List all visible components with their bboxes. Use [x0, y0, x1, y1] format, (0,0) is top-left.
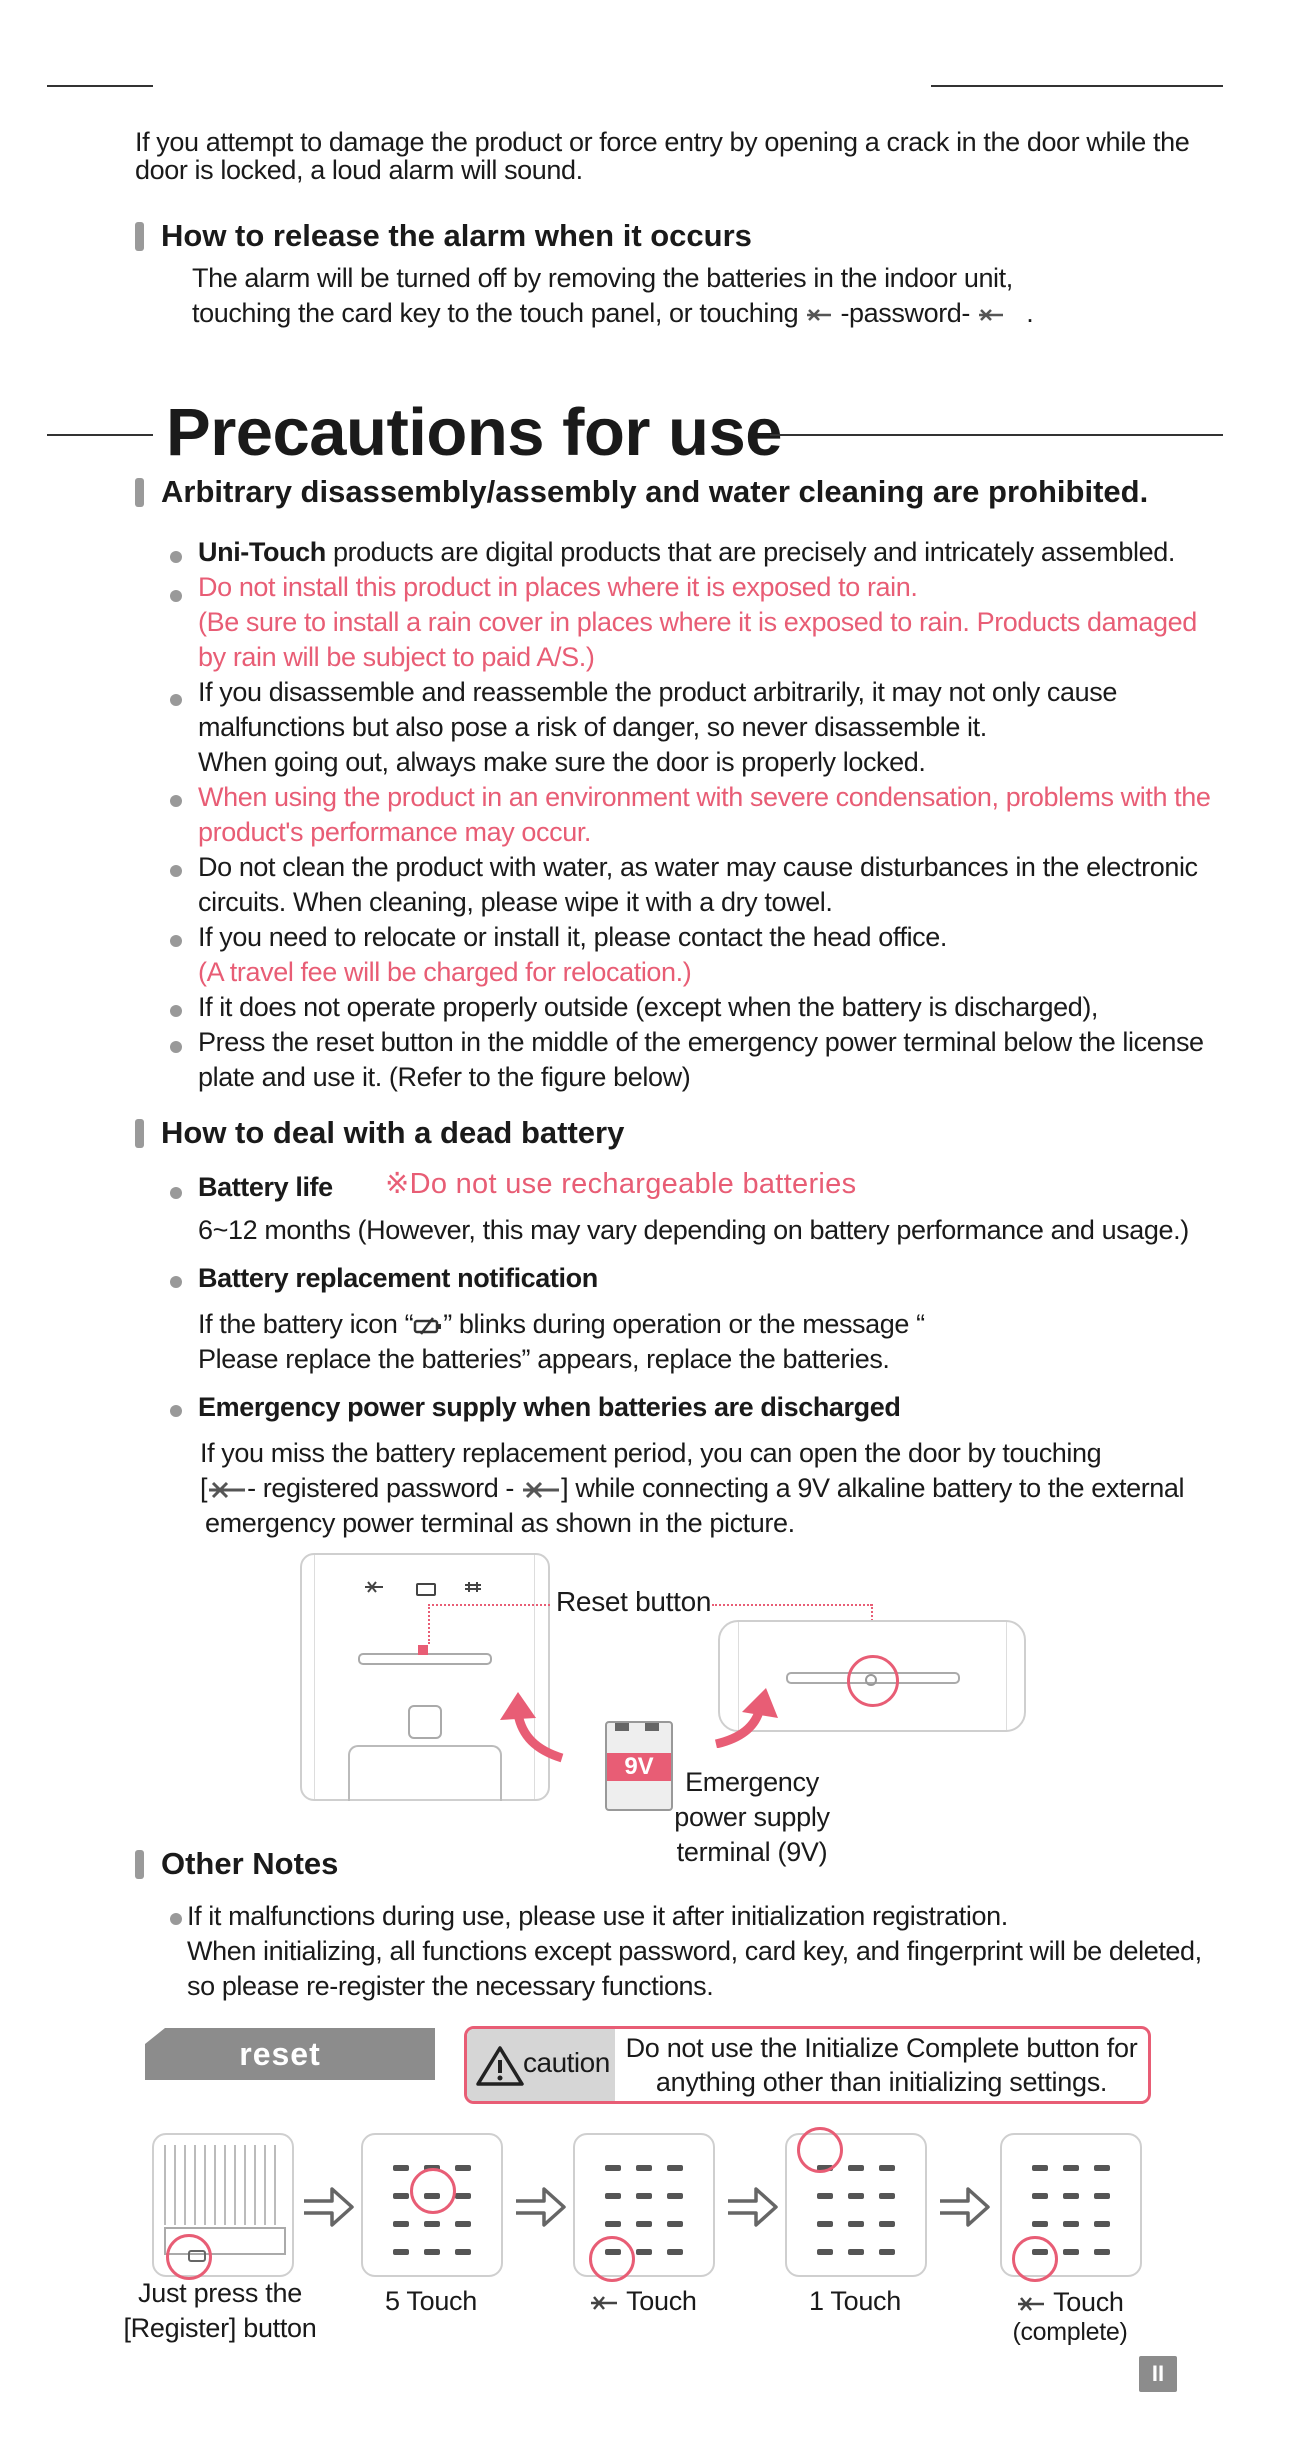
step-arrow-icon — [304, 2187, 354, 2227]
star-key-icon — [209, 1481, 246, 1498]
register-button-circle — [166, 2234, 212, 2280]
precaution-5: Do not clean the product with water, as … — [198, 852, 1198, 882]
bullet — [170, 1276, 182, 1288]
star-key-icon — [1018, 2297, 1045, 2311]
bullet — [170, 1913, 182, 1925]
step-1-caption-1: Just press the — [138, 2278, 302, 2308]
step-register-device — [152, 2133, 294, 2277]
zero-key-icon — [416, 1583, 436, 1596]
key-5-circle — [410, 2168, 456, 2214]
9v-battery-illustration: 9V — [605, 1721, 673, 1811]
star-key-icon — [365, 1581, 383, 1593]
battery-heading: How to deal with a dead battery — [135, 1115, 624, 1151]
bullet — [170, 551, 182, 563]
terminal-label-2: power supply — [674, 1802, 830, 1832]
emergency-line-1: If you miss the battery replacement peri… — [200, 1438, 1102, 1468]
top-right-rule — [931, 85, 1223, 87]
terminal-label-3: terminal (9V) — [676, 1837, 828, 1867]
emergency-line-3: emergency power terminal as shown in the… — [205, 1508, 795, 1538]
bullet — [170, 590, 182, 602]
title-right-rule — [770, 434, 1223, 436]
battery-life-text: 6~12 months (However, this may vary depe… — [198, 1215, 1189, 1245]
precaution-2: Do not install this product in places wh… — [198, 572, 918, 602]
battery-warning: ※Do not use rechargeable batteries — [385, 1168, 857, 1200]
battery-notice-line-2: Please replace the batteries” appears, r… — [198, 1344, 890, 1374]
notes-heading: Other Notes — [135, 1846, 338, 1882]
bullet — [170, 935, 182, 947]
step-5-caption-2: (complete) — [1012, 2318, 1128, 2346]
precaution-4: When using the product in an environment… — [198, 782, 1211, 812]
step-arrow-icon — [728, 2187, 778, 2227]
step-arrow-icon — [940, 2187, 990, 2227]
precaution-8: Press the reset button in the middle of … — [198, 1027, 1204, 1057]
star-key-icon — [807, 308, 832, 321]
warning-icon — [476, 2046, 524, 2086]
bullet — [170, 1187, 182, 1199]
precaution-2c: by rain will be subject to paid A/S.) — [198, 642, 595, 672]
battery-life-title: Battery life — [198, 1172, 333, 1202]
step-3-caption: Touch — [543, 2285, 743, 2317]
curved-arrow-icon — [714, 1688, 778, 1748]
emergency-title: Emergency power supply when batteries ar… — [198, 1392, 901, 1422]
reset-button-label: Reset button — [556, 1586, 712, 1617]
title-left-rule — [47, 434, 153, 436]
battery-notice-line-1: If the battery icon “” blinks during ope… — [198, 1309, 925, 1339]
precaution-7: If it does not operate properly outside … — [198, 992, 1099, 1022]
precaution-3b: malfunctions but also pose a risk of dan… — [198, 712, 987, 742]
bullet — [170, 865, 182, 877]
caution-line-1: Do not use the Initialize Complete butto… — [625, 2033, 1138, 2063]
page-title: Precautions for use — [166, 395, 783, 470]
battery-notice-title: Battery replacement notification — [198, 1263, 598, 1293]
logo-icon — [408, 1705, 442, 1739]
precaution-4b: product's performance may occur. — [198, 817, 592, 847]
step-1-caption-2: [Register] button — [123, 2313, 317, 2343]
precaution-2b: (Be sure to install a rain cover in plac… — [198, 607, 1197, 637]
top-left-rule — [47, 85, 153, 87]
bullet — [170, 795, 182, 807]
bullet — [170, 1005, 182, 1017]
notes-line-1: If it malfunctions during use, please us… — [187, 1901, 1008, 1931]
caution-box: caution Do not use the Initialize Comple… — [464, 2026, 1151, 2104]
step-arrow-icon — [516, 2187, 566, 2227]
precautions-heading: Arbitrary disassembly/assembly and water… — [135, 474, 1148, 510]
bullet — [170, 1041, 182, 1053]
bullet — [170, 1405, 182, 1417]
star-key-icon — [979, 308, 1004, 321]
reset-highlight-circle — [847, 1655, 899, 1707]
precaution-5b: circuits. When cleaning, please wipe it … — [198, 887, 833, 917]
step-2-caption: 5 Touch — [385, 2286, 477, 2316]
precaution-1: Uni-Touch products are digital products … — [198, 537, 1175, 567]
emergency-line-2: [- registered password - ] while connect… — [200, 1473, 1185, 1503]
page-number-badge: II — [1139, 2356, 1177, 2392]
terminal-label-1: Emergency — [685, 1767, 819, 1797]
alarm-heading: How to release the alarm when it occurs — [135, 218, 752, 254]
step-4-caption: 1 Touch — [809, 2286, 901, 2316]
star-key-icon — [591, 2296, 618, 2310]
precaution-6: If you need to relocate or install it, p… — [198, 922, 947, 952]
bullet — [170, 694, 182, 706]
keypad-step-3 — [573, 2133, 715, 2277]
star-key-circle — [1012, 2236, 1058, 2282]
caution-label: caution — [523, 2047, 610, 2078]
precaution-3c: When going out, always make sure the doo… — [198, 747, 926, 777]
step-5-caption-1: Touch — [970, 2286, 1170, 2318]
key-1-circle — [797, 2127, 843, 2173]
low-battery-icon — [413, 1317, 442, 1335]
reset-tab: reset — [145, 2028, 435, 2080]
notes-line-3: so please re-register the necessary func… — [187, 1971, 714, 2001]
alarm-line-1: The alarm will be turned off by removing… — [192, 263, 1013, 293]
intro-paragraph: If you attempt to damage the product or … — [135, 127, 1190, 185]
hash-key-icon — [465, 1582, 481, 1592]
keypad-step-5 — [1000, 2133, 1142, 2277]
precaution-6b: (A travel fee will be charged for reloca… — [198, 957, 692, 987]
curved-arrow-icon — [500, 1692, 564, 1763]
star-key-icon — [523, 1481, 560, 1498]
caution-line-2: anything other than initializing setting… — [655, 2067, 1108, 2097]
star-key-circle — [589, 2236, 635, 2282]
precaution-8b: plate and use it. (Refer to the figure b… — [198, 1062, 691, 1092]
precaution-3: If you disassemble and reassemble the pr… — [198, 677, 1117, 707]
alarm-line-2: touching the card key to the touch panel… — [192, 298, 1034, 328]
lock-unit-illustration — [300, 1553, 550, 1801]
notes-line-2: When initializing, all functions except … — [187, 1936, 1202, 1966]
